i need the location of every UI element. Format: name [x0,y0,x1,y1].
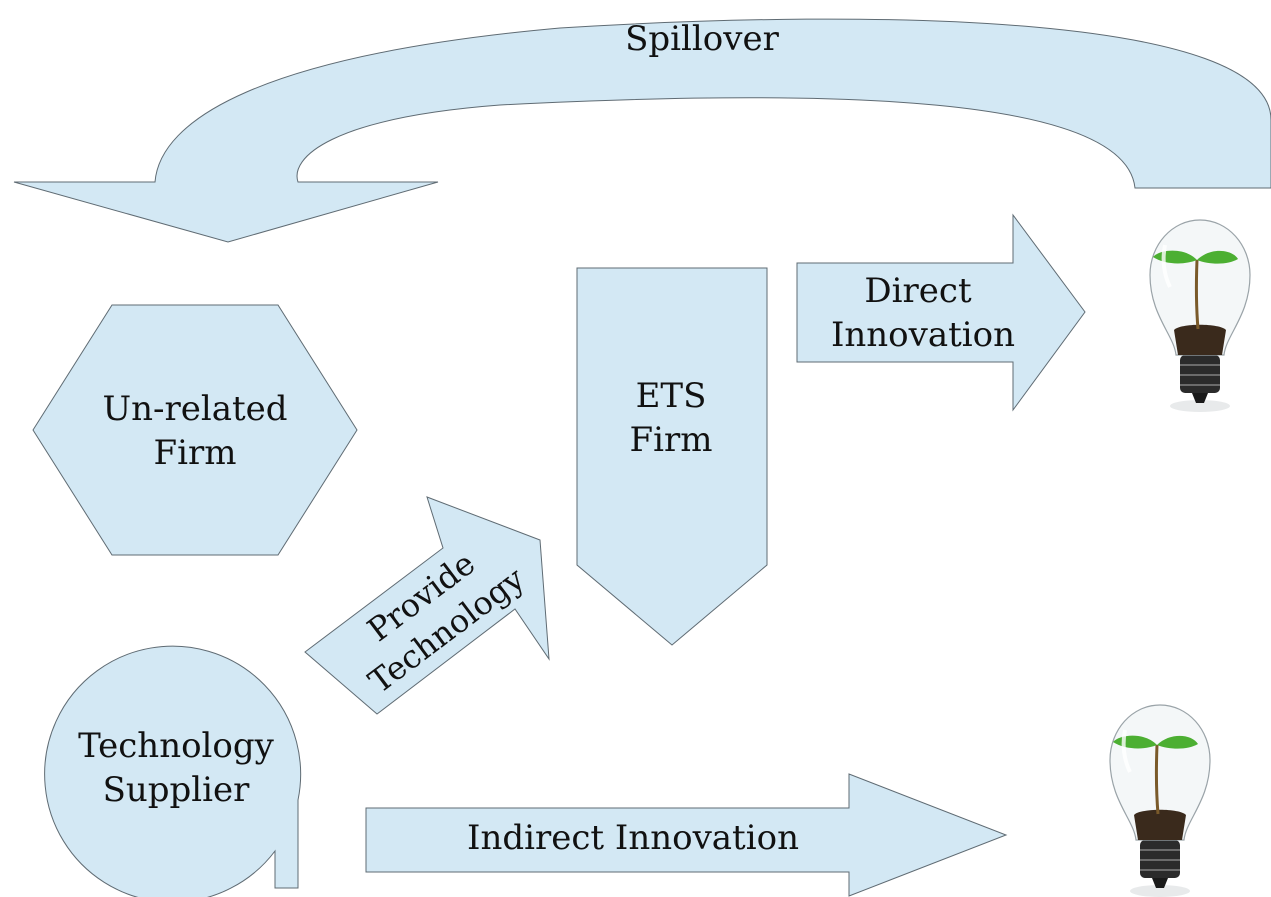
technology-supplier-label-line1: Technology [78,726,275,766]
spillover-arrow: Spillover [13,18,1271,243]
direct-innovation-arrow: Direct Innovation [796,213,1086,412]
indirect-innovation-arrow: Indirect Innovation [365,773,1008,897]
direct-innovation-label-line2: Innovation [831,315,1015,355]
direct-innovation-label-line1: Direct [864,271,972,311]
ets-firm-label-line1: ETS [636,376,707,416]
lightbulb-sprout-icon [1109,704,1211,897]
technology-supplier-label-line2: Supplier [103,770,251,810]
ets-firm-label-line2: Firm [630,420,713,460]
unrelated-firm-label-line1: Un-related [102,389,287,429]
lightbulb-sprout-icon [1149,219,1251,412]
unrelated-firm-node: Un-related Firm [32,304,358,556]
spillover-label: Spillover [625,19,779,59]
technology-supplier-node: Technology Supplier [44,645,302,897]
unrelated-firm-label-line2: Firm [154,433,237,473]
ets-firm-node: ETS Firm [576,267,768,646]
indirect-innovation-label: Indirect Innovation [467,818,799,858]
provide-technology-arrow: Provide Technology [304,496,550,715]
